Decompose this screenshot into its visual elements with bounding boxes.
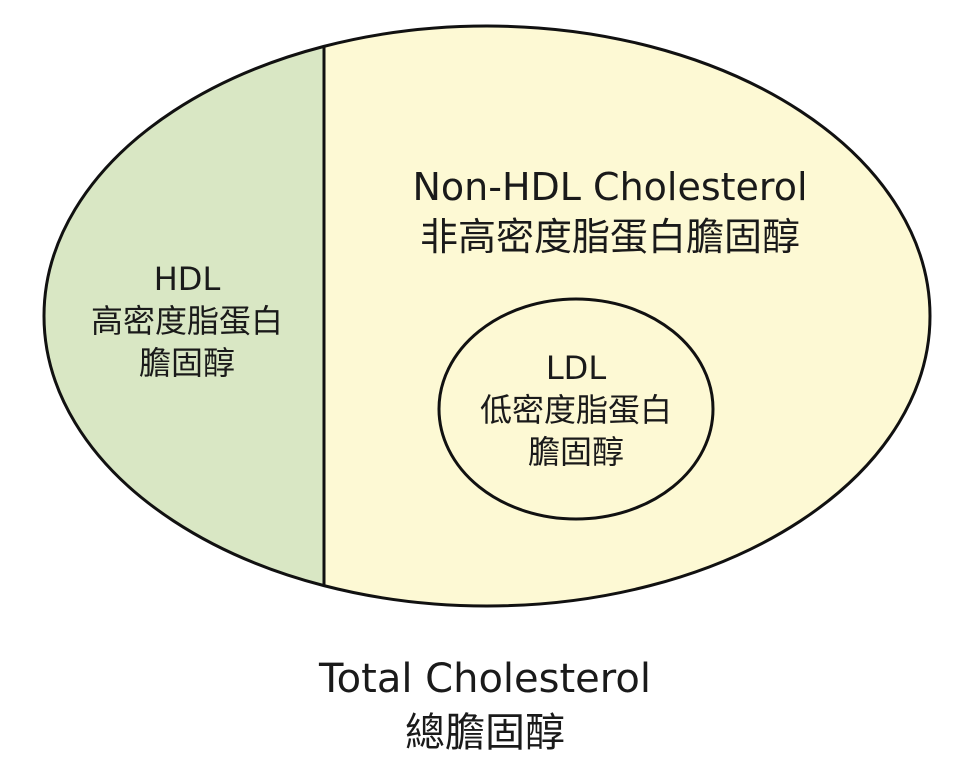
total-title: Total Cholesterol (319, 656, 651, 702)
non-hdl-label: Non-HDL Cholesterol 非高密度脂蛋白膽固醇 (330, 162, 890, 262)
hdl-label: HDL 高密度脂蛋白 膽固醇 (62, 258, 312, 384)
hdl-line2: 膽固醇 (138, 344, 235, 382)
ldl-ellipse (437, 297, 715, 521)
total-subtitle: 總膽固醇 (405, 710, 565, 756)
ldl-line1: 低密度脂蛋白 (479, 391, 672, 429)
hdl-line1: 高密度脂蛋白 (90, 302, 283, 340)
non-hdl-title: Non-HDL Cholesterol (412, 165, 808, 209)
ldl-line2: 膽固醇 (527, 433, 624, 471)
total-cholesterol-label: Total Cholesterol 總膽固醇 (185, 652, 785, 760)
hdl-title: HDL (153, 260, 221, 298)
ldl-title: LDL (545, 349, 607, 387)
ldl-label: LDL 低密度脂蛋白 膽固醇 (445, 347, 707, 473)
total-cholesterol-outline (42, 24, 932, 608)
non-hdl-subtitle: 非高密度脂蛋白膽固醇 (419, 215, 800, 259)
